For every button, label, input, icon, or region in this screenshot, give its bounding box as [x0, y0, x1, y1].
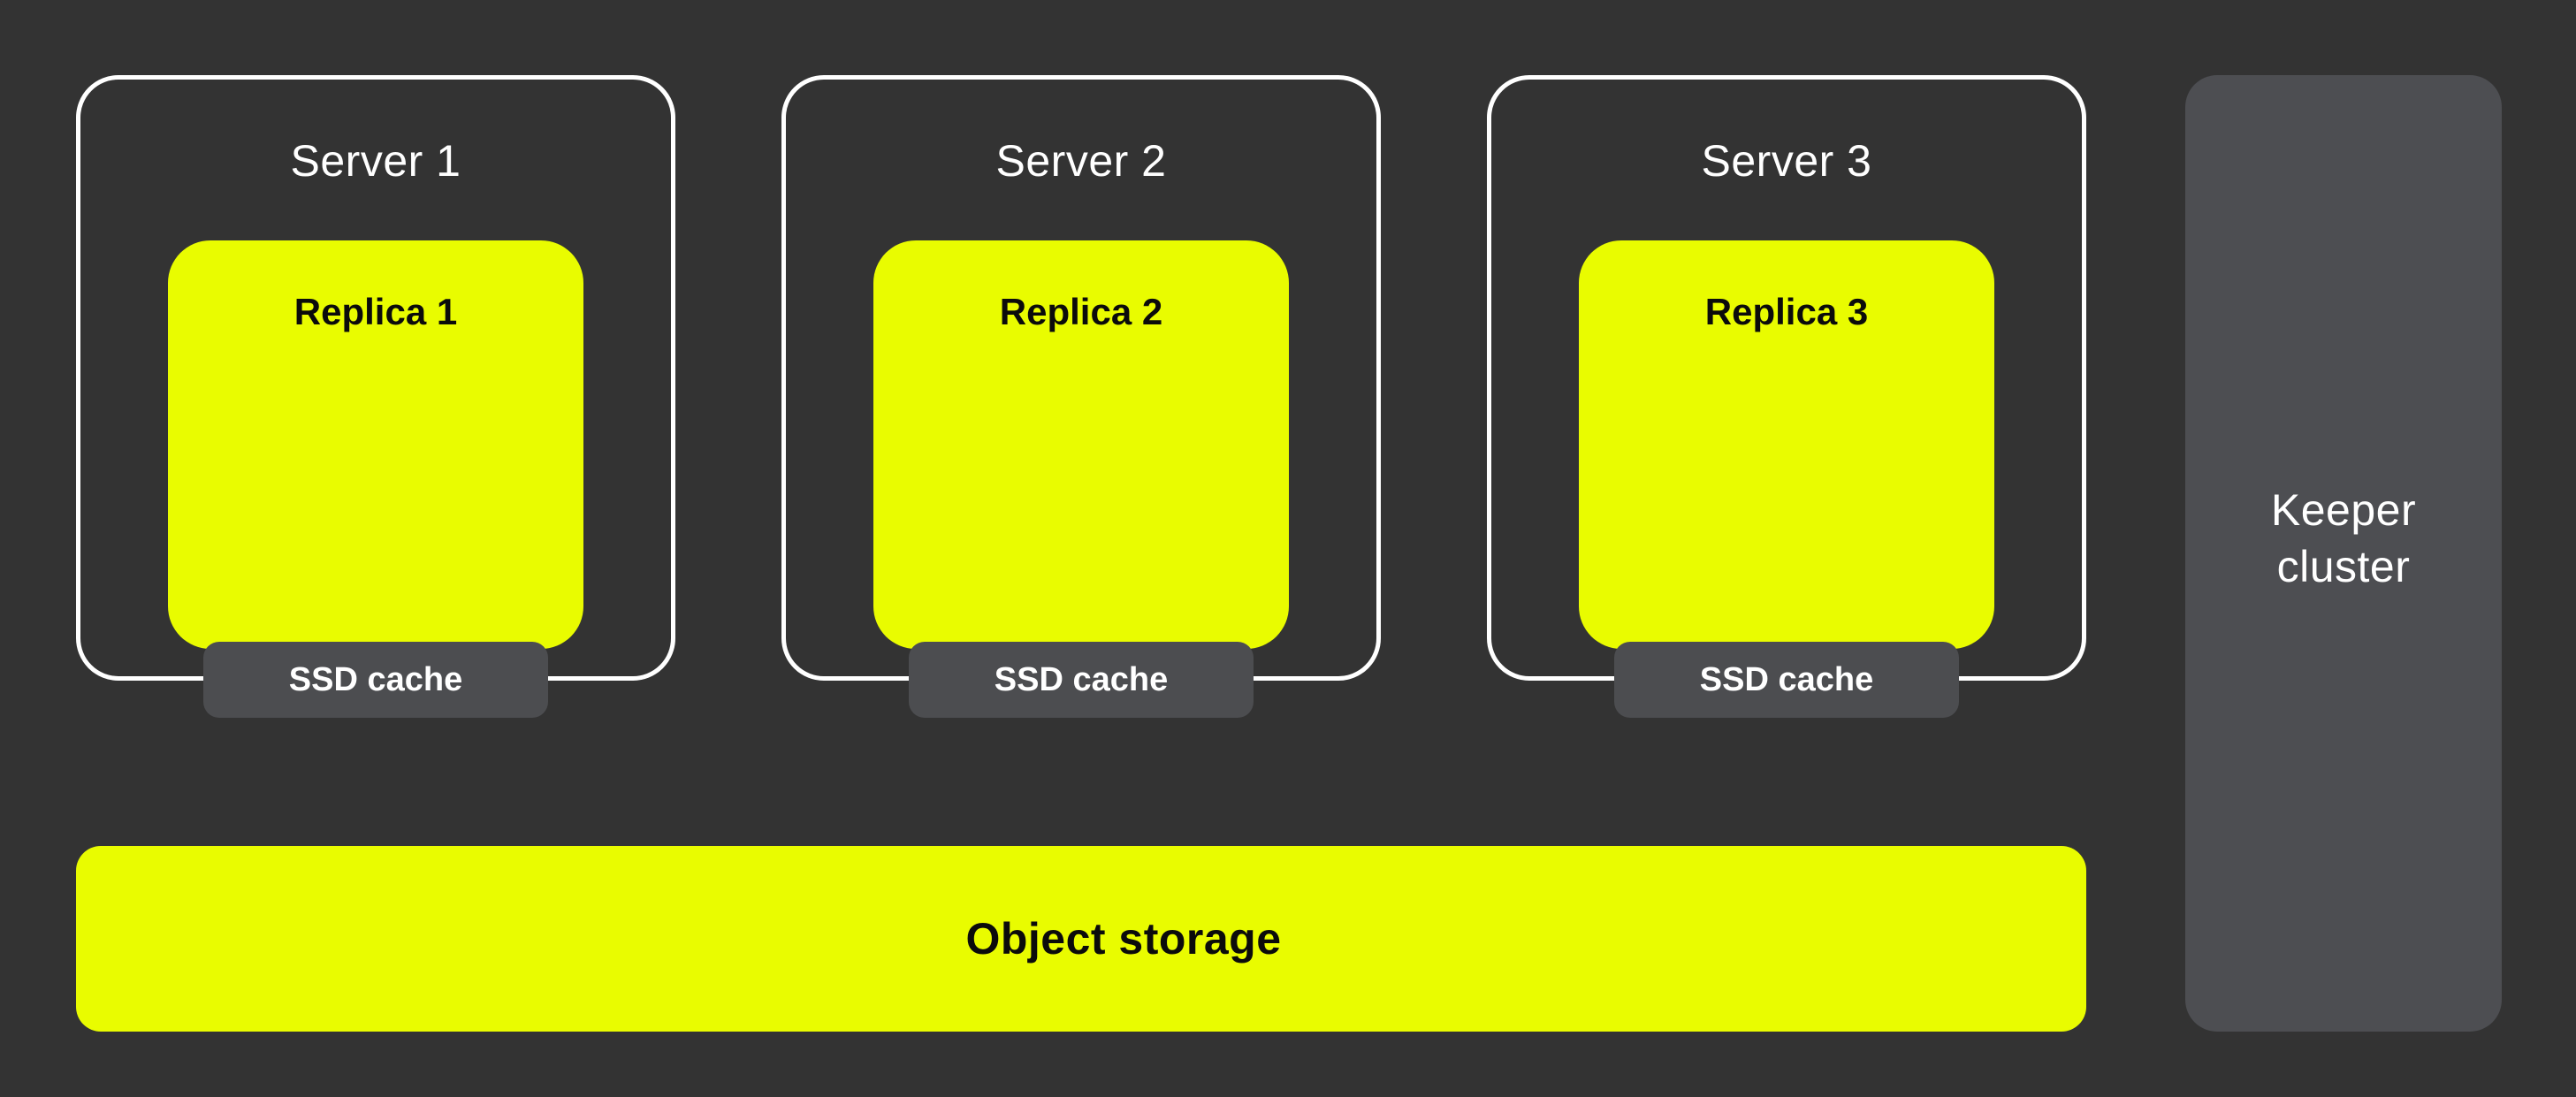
- server-box-3: Server 3 Replica 3 SSD cache: [1487, 75, 2086, 718]
- keeper-cluster-box: Keeper cluster: [2185, 75, 2502, 1032]
- ssd-cache-1-label: SSD cache: [288, 660, 463, 698]
- server-1-label: Server 1: [290, 136, 461, 186]
- object-storage-label: Object storage: [965, 914, 1282, 964]
- server-box-1: Server 1 Replica 1 SSD cache: [76, 75, 675, 718]
- ssd-cache-badge-3: SSD cache: [1614, 642, 1959, 718]
- replica-box-1: Replica 1: [168, 240, 583, 649]
- replica-box-2: Replica 2: [873, 240, 1289, 649]
- ssd-cache-badge-2: SSD cache: [909, 642, 1254, 718]
- server-2-label: Server 2: [995, 136, 1167, 186]
- ssd-cache-2-label: SSD cache: [994, 660, 1169, 698]
- server-3-label: Server 3: [1701, 136, 1872, 186]
- server-box-2: Server 2 Replica 2 SSD cache: [781, 75, 1381, 718]
- keeper-cluster-label: Keeper cluster: [2270, 485, 2417, 591]
- ssd-cache-3-label: SSD cache: [1699, 660, 1874, 698]
- replica-2-label: Replica 2: [999, 291, 1163, 332]
- replica-3-label: Replica 3: [1704, 291, 1869, 332]
- ssd-cache-badge-1: SSD cache: [203, 642, 548, 718]
- object-storage-box: Object storage: [76, 846, 2086, 1032]
- replica-1-label: Replica 1: [293, 291, 458, 332]
- replica-box-3: Replica 3: [1579, 240, 1994, 649]
